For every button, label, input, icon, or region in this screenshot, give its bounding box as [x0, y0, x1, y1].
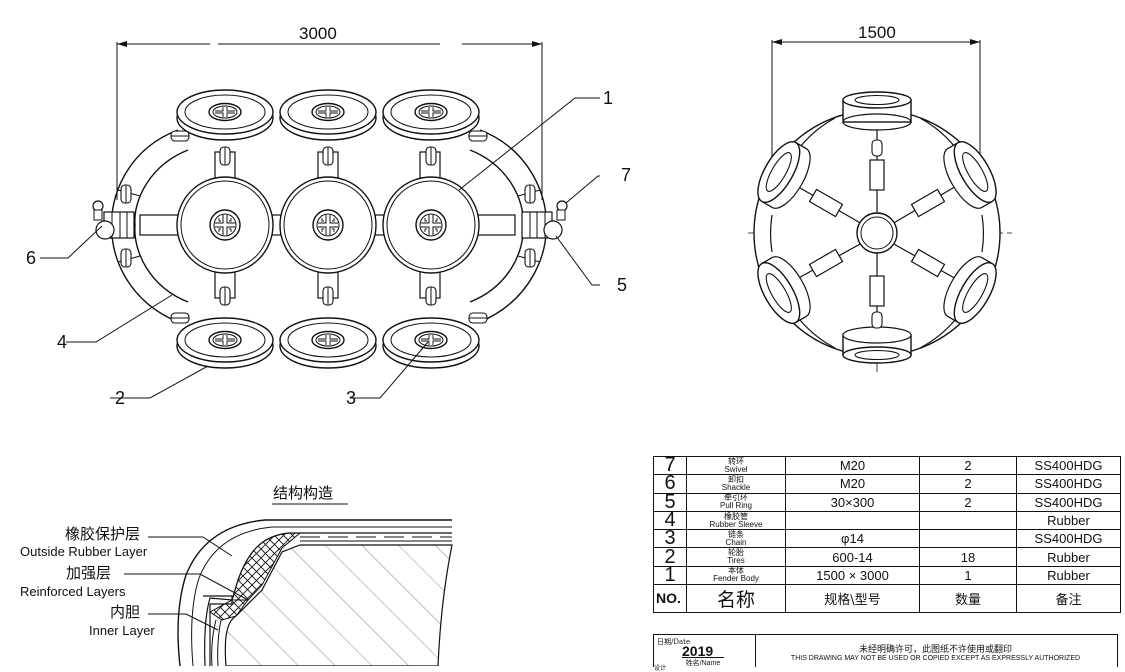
header-qty: 数量: [919, 584, 1017, 614]
callout-3: 3: [346, 388, 357, 408]
bom-remark: SS400HDG: [1016, 474, 1121, 494]
design-label: 设计: [654, 665, 667, 672]
layer-inner-zh: 内胆: [110, 603, 141, 621]
bom-qty: 18: [919, 547, 1017, 567]
callout-5: 5: [617, 275, 628, 295]
date-cell: 日期/Date 2019 姓名/Name 设计: [654, 635, 756, 672]
section-view-drawing: [124, 503, 453, 666]
bom-spec: 30×300: [785, 492, 920, 512]
bom-qty: [919, 510, 1017, 531]
header-spec: 规格\型号: [785, 584, 920, 614]
bom-spec: M20: [785, 455, 920, 476]
bom-spec: [785, 510, 920, 531]
bom-spec: M20: [785, 474, 920, 494]
bom-no: 4: [653, 510, 687, 531]
name-label: 姓名/Name: [682, 657, 724, 668]
bom-qty: 2: [919, 474, 1017, 494]
copyright-notice-zh: 未经明确许可，此图纸不许使用或翻印: [858, 645, 1012, 655]
bom-no: 2: [653, 547, 687, 567]
copyright-notice-en: THIS DRAWING MAY NOT BE USED OR COPIED E…: [790, 655, 1081, 662]
callout-1: 1: [603, 88, 614, 108]
bom-no: 7: [653, 455, 687, 476]
bom-remark: Rubber: [1016, 547, 1121, 567]
bom-spec: 1500 × 3000: [785, 565, 920, 586]
year-value: 2019: [682, 643, 714, 659]
layer-reinforced-zh: 加强层: [66, 564, 112, 582]
front-view-drawing: [40, 41, 600, 399]
bom-no: 6: [653, 474, 687, 494]
callout-4: 4: [57, 332, 68, 352]
layer-outside-en: Outside Rubber Layer: [20, 544, 148, 559]
bom-qty: 1: [919, 565, 1017, 586]
callout-2: 2: [115, 388, 126, 408]
bom-no: 1: [653, 565, 687, 586]
bom-spec: 600-14: [785, 547, 920, 567]
side-width-dimension: 1500: [858, 23, 896, 42]
bom-no: 3: [653, 529, 687, 549]
bom-spec: φ14: [785, 529, 920, 549]
table-header-row: NO. 名称 规格\型号 数量 备注: [653, 584, 1121, 614]
bom-remark: Rubber: [1016, 510, 1121, 531]
bom-remark: SS400HDG: [1016, 529, 1121, 549]
bom-remark: SS400HDG: [1016, 455, 1121, 476]
front-width-dimension: 3000: [299, 24, 337, 43]
bom-qty: [919, 529, 1017, 549]
title-block: 日期/Date 2019 姓名/Name 设计 未经明确许可，此图纸不许使用或翻…: [653, 634, 1118, 672]
header-remark: 备注: [1016, 584, 1121, 614]
header-name: 名称: [686, 584, 786, 614]
bom-qty: 2: [919, 455, 1017, 476]
callout-7: 7: [621, 165, 632, 185]
header-no: NO.: [653, 584, 687, 614]
section-title: 结构构造: [273, 484, 334, 502]
layer-reinforced-en: Reinforced Layers: [20, 584, 126, 599]
layer-inner-en: Inner Layer: [89, 623, 155, 638]
bom-remark: Rubber: [1016, 565, 1121, 586]
bom-no: 5: [653, 492, 687, 512]
bom-qty: 2: [919, 492, 1017, 512]
side-view-drawing: [748, 39, 1012, 372]
layer-outside-zh: 橡胶保护层: [65, 525, 141, 543]
date-label: 日期/Date: [657, 638, 691, 646]
bom-remark: SS400HDG: [1016, 492, 1121, 512]
callout-6: 6: [26, 248, 37, 268]
